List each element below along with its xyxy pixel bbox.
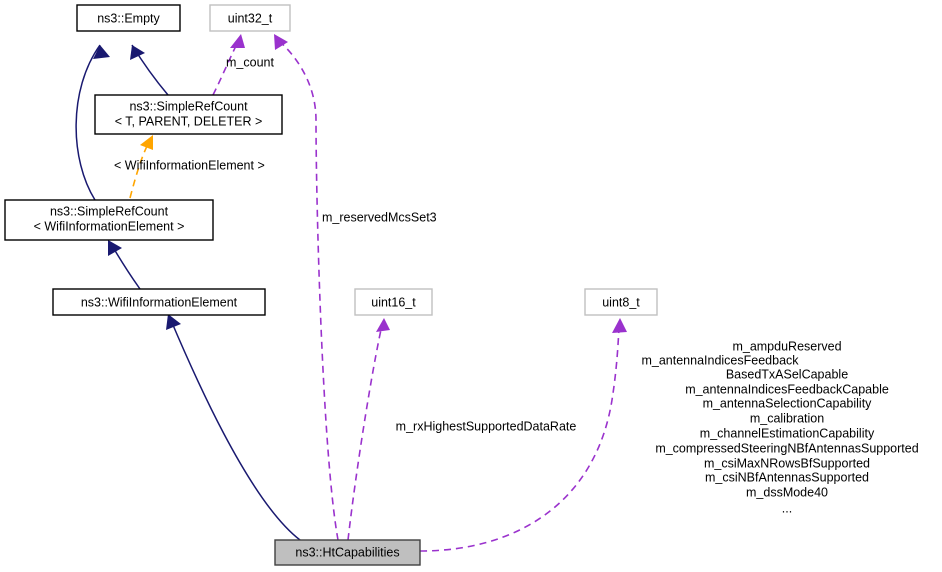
node-ns3-wifiinformationelement[interactable]: ns3::WifiInformationElement [52, 288, 266, 316]
node-uint32-t[interactable]: uint32_t [209, 4, 291, 32]
node-label-line1: ns3::SimpleRefCount [50, 204, 169, 218]
edge-label-m-rxhighestsupporteddatarate: m_rxHighestSupportedDataRate [396, 419, 577, 433]
edge-usage-htcap-to-uint8 [419, 318, 627, 552]
edge-usage-htcap-to-uint16 [347, 318, 390, 541]
edge-inherit-htcap-to-wie [166, 314, 301, 541]
node-label: ns3::HtCapabilities [295, 545, 399, 559]
node-label-line2: < WifiInformationElement > [34, 219, 185, 233]
field-label: m_antennaIndicesFeedbackCapable [685, 382, 889, 396]
edge-template-srcwie-to-srct [129, 135, 153, 199]
node-uint16-t[interactable]: uint16_t [354, 288, 433, 316]
field-label: m_dssMode40 [746, 485, 828, 499]
field-label: m_antennaIndicesFeedback [641, 353, 799, 367]
uint8-field-list: m_ampduReserved m_antennaIndicesFeedback… [641, 339, 918, 515]
edge-inherit-srct-to-empty [130, 44, 169, 96]
field-label: m_csiNBfAntennasSupported [705, 470, 869, 484]
field-label: m_calibration [750, 411, 824, 425]
node-label-line1: ns3::SimpleRefCount [129, 99, 248, 113]
node-uint8-t[interactable]: uint8_t [584, 288, 658, 316]
field-label: BasedTxASelCapable [726, 367, 848, 381]
node-ns3-htcapabilities[interactable]: ns3::HtCapabilities [274, 539, 421, 566]
field-label: m_antennaSelectionCapability [703, 396, 873, 410]
edge-label-m-count: m_count [226, 55, 274, 69]
field-label: m_compressedSteeringNBfAntennasSupported [655, 441, 918, 455]
node-label: uint8_t [602, 295, 640, 309]
edge-label-template-param: < WifiInformationElement > [114, 158, 265, 172]
node-ns3-simplerefcount-t-parent-deleter[interactable]: ns3::SimpleRefCount < T, PARENT, DELETER… [94, 94, 283, 135]
node-label: ns3::Empty [97, 11, 160, 25]
edge-usage-srct-to-uint32 [212, 34, 245, 96]
field-label: m_channelEstimationCapability [700, 426, 875, 440]
node-ns3-empty[interactable]: ns3::Empty [76, 4, 181, 32]
node-label: ns3::WifiInformationElement [81, 295, 238, 309]
field-label: m_ampduReserved [732, 339, 841, 353]
edge-usage-htcap-to-uint32 [274, 34, 339, 541]
edge-inherit-srcwie-to-empty [75, 44, 110, 201]
node-label: uint16_t [371, 295, 416, 309]
field-label: ... [782, 501, 792, 515]
edge-label-m-reservedmcsset3: m_reservedMcsSet3 [322, 210, 437, 224]
node-label-line2: < T, PARENT, DELETER > [115, 114, 263, 128]
node-label: uint32_t [228, 11, 273, 25]
edge-inherit-wie-to-srcwie [108, 240, 141, 290]
field-label: m_csiMaxNRowsBfSupported [704, 456, 870, 470]
node-ns3-simplerefcount-wifiinformationelement[interactable]: ns3::SimpleRefCount < WifiInformationEle… [4, 199, 214, 241]
